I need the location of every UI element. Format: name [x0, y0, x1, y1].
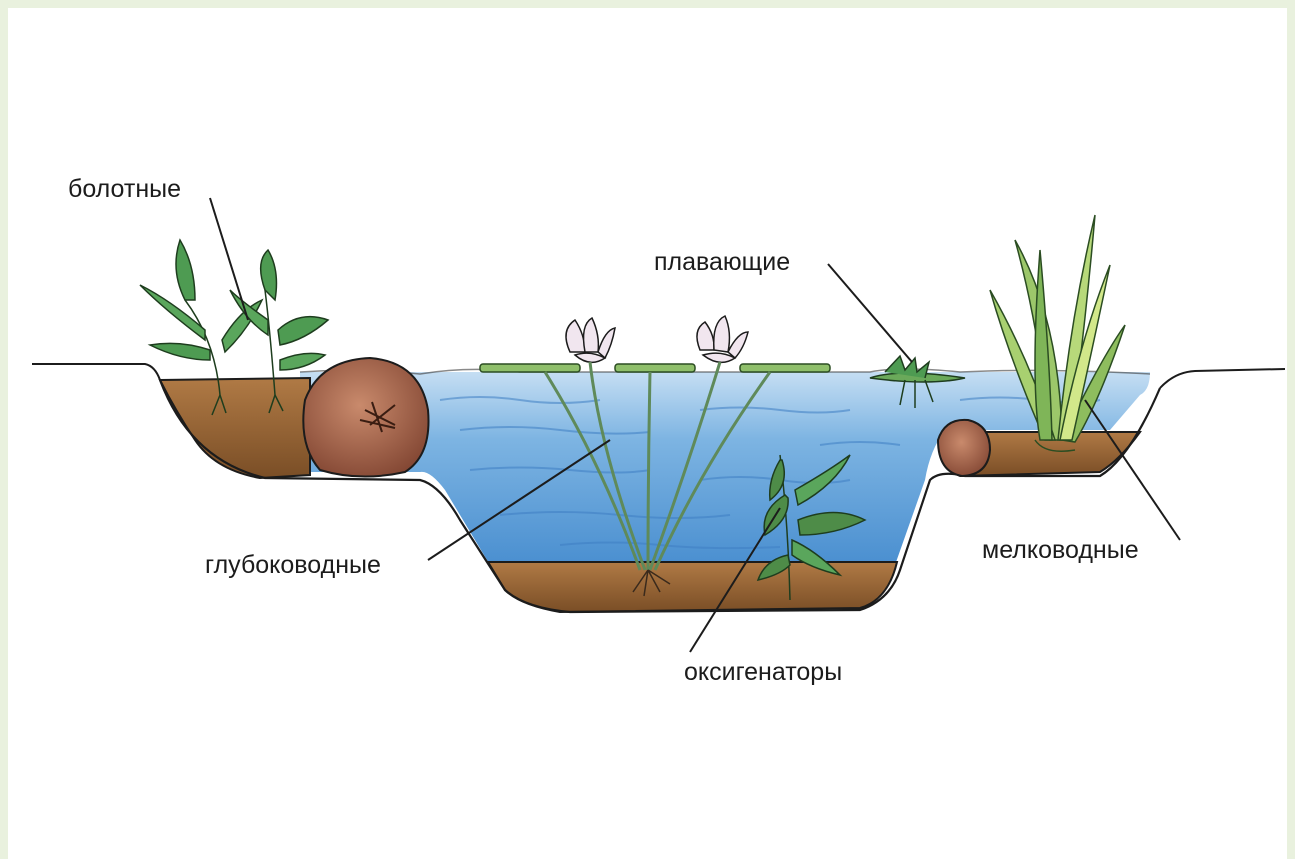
pond-bottom-soil: [488, 562, 897, 612]
label-deep-water-plants: глубоководные: [205, 553, 381, 578]
water-lily-flowers: [566, 316, 748, 362]
label-oxygenators: оксигенаторы: [684, 660, 842, 685]
ground-line-right: [1160, 369, 1285, 388]
marsh-shelf-soil: [160, 378, 310, 478]
label-marsh-plants: болотные: [68, 177, 181, 202]
label-shallow-water-plants: мелководные: [982, 538, 1139, 563]
ground-line: [32, 364, 160, 380]
right-stone: [938, 420, 990, 476]
left-stone: [303, 358, 428, 477]
lily-pads: [480, 364, 830, 372]
label-floating-plants: плавающие: [654, 250, 790, 275]
